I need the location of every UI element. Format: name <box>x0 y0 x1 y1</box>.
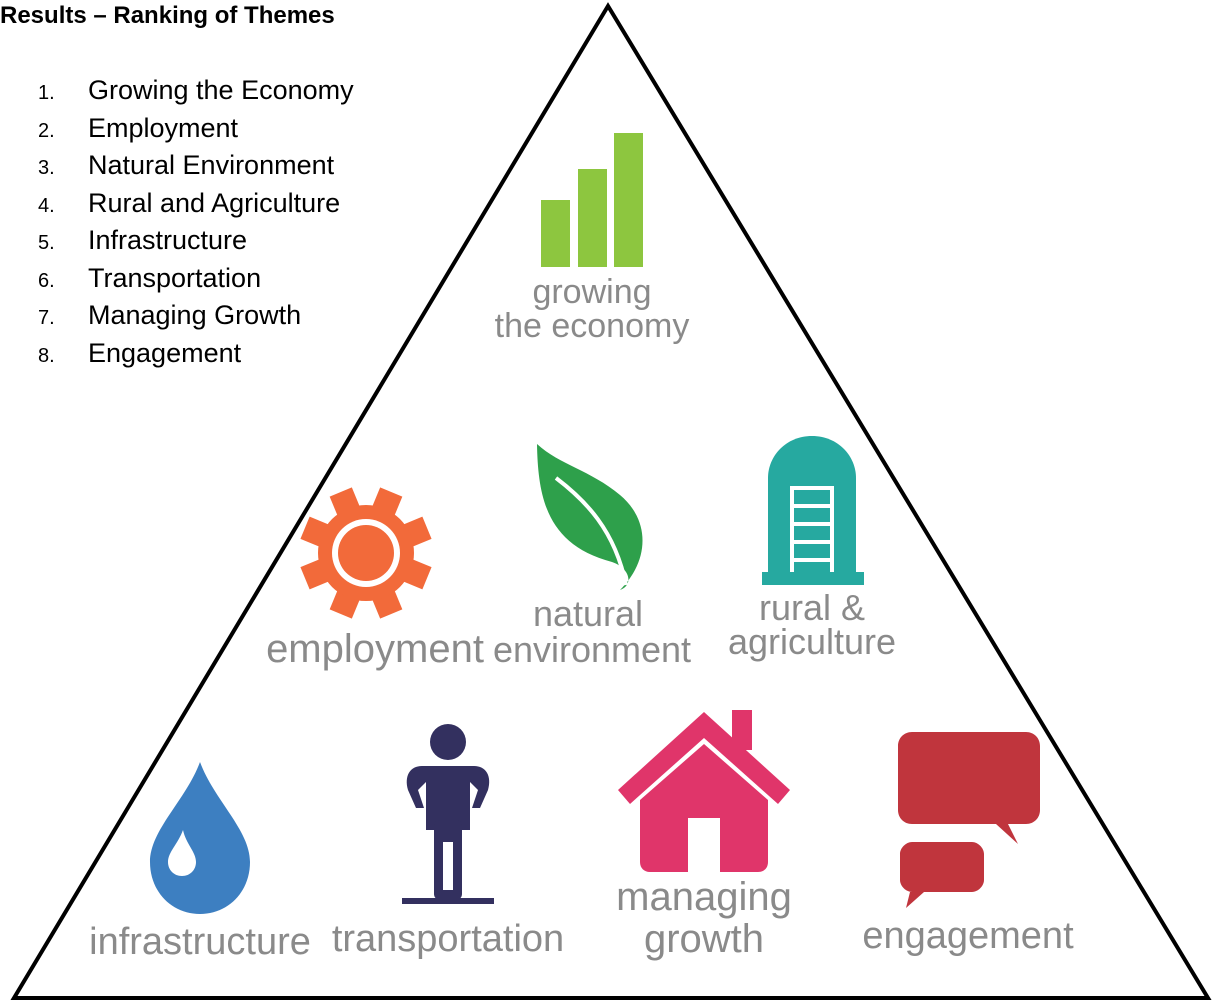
list-item: 5. Infrastructure <box>38 222 354 260</box>
ladder-detail <box>790 486 834 572</box>
rank-label: Engagement <box>88 337 242 368</box>
page-title: Results – Ranking of Themes <box>0 2 335 29</box>
rank-label: Employment <box>88 112 239 143</box>
list-item: 3. Natural Environment <box>38 147 354 185</box>
list-item: 7. Managing Growth <box>38 297 354 335</box>
pyramid-outline <box>10 2 1212 1000</box>
rank-number: 8. <box>38 344 55 367</box>
theme-label: the economy <box>495 307 690 345</box>
theme-label: engagement <box>862 915 1074 957</box>
theme-engagement: engagement <box>862 732 1074 957</box>
gear-hub <box>338 525 394 581</box>
rank-label: Natural Environment <box>88 150 335 180</box>
rank-number: 4. <box>38 194 55 217</box>
theme-growth: managing growth <box>616 710 792 961</box>
house-icon <box>618 710 790 872</box>
theme-label: agriculture <box>728 621 896 662</box>
ranking-list: 1. Growing the Economy 2. Employment 3. Nat… <box>38 72 354 372</box>
theme-label: natural <box>533 593 643 634</box>
theme-label: growth <box>644 917 764 961</box>
theme-infrastructure: infrastructure <box>89 762 311 963</box>
bar-chart-icon <box>541 133 643 267</box>
list-item: 1. Growing the Economy <box>38 72 354 110</box>
rank-number: 7. <box>38 307 55 329</box>
theme-label: rural & <box>759 587 865 628</box>
rank-number: 6. <box>38 269 55 292</box>
rank-label: Rural and Agriculture <box>88 187 341 218</box>
rank-number: 2. <box>38 119 55 142</box>
rank-number: 5. <box>38 232 55 254</box>
theme-label: environment <box>493 629 691 670</box>
silo-icon <box>762 436 864 585</box>
gear-icon <box>300 487 432 619</box>
leaf-vein <box>554 476 628 586</box>
list-item: 6. Transportation <box>38 260 354 298</box>
theme-label: managing <box>616 875 792 919</box>
wheel-gap <box>443 842 453 890</box>
drop-highlight <box>168 830 196 876</box>
rank-label: Managing Growth <box>88 300 302 330</box>
theme-rural: rural & agriculture <box>728 436 896 662</box>
theme-label: infrastructure <box>89 921 311 963</box>
list-item: 2. Employment <box>38 110 354 148</box>
rank-label: Transportation <box>88 262 262 293</box>
rank-number: 3. <box>38 157 55 179</box>
rank-number: 1. <box>38 82 55 104</box>
list-item: 8. Engagement <box>38 335 354 373</box>
list-item: 4. Rural and Agriculture <box>38 185 354 223</box>
theme-economy: growing the economy <box>495 133 690 345</box>
theme-label: growing <box>532 273 651 311</box>
theme-label: employment <box>266 627 484 671</box>
water-drop-icon <box>150 762 250 914</box>
rank-label: Growing the Economy <box>88 75 354 105</box>
theme-employment: employment <box>266 487 484 671</box>
rank-label: Infrastructure <box>88 225 248 255</box>
theme-environment: natural environment <box>493 444 691 670</box>
theme-label: transportation <box>332 918 564 960</box>
door <box>688 818 720 872</box>
leaf-icon <box>537 444 643 590</box>
theme-transportation: transportation <box>332 724 564 960</box>
speech-bubbles-icon <box>898 732 1040 908</box>
